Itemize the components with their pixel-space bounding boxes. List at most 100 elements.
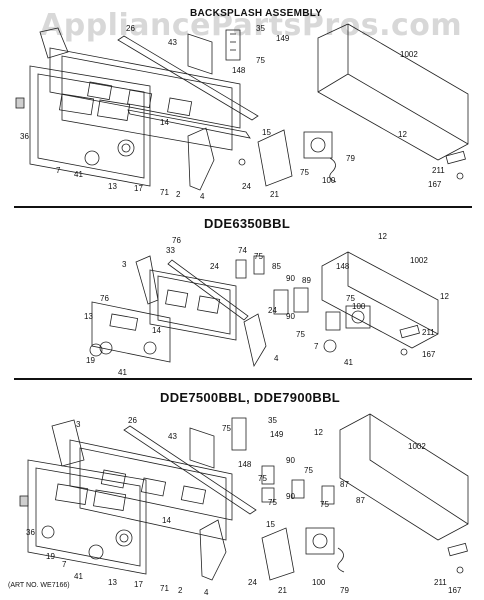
backsplash-frame-front: [61, 55, 233, 151]
section-divider: [14, 206, 472, 208]
part-callout: 12: [314, 428, 323, 437]
section-title-model-2: DDE7500BBL, DDE7900BBL: [160, 390, 340, 405]
circuit-board: [261, 527, 295, 581]
part-callout: 167: [422, 350, 436, 359]
switch: [235, 259, 247, 279]
part-callout: 14: [152, 326, 161, 335]
part-callout: 87: [356, 496, 365, 505]
window-cutout: [165, 289, 189, 308]
dial-inner: [119, 533, 129, 543]
part-callout: 1002: [408, 442, 426, 451]
relay: [325, 311, 341, 331]
part-callout: 79: [346, 154, 355, 163]
wire-harness: [337, 547, 345, 573]
section-title-model-1: DDE6350BBL: [204, 216, 291, 231]
part-callout: 4: [274, 354, 279, 363]
part-callout: 4: [204, 588, 209, 597]
part-callout: 71: [160, 584, 169, 593]
part-callout: 75: [300, 168, 309, 177]
part-callout: 1002: [410, 256, 428, 265]
part-callout: 41: [74, 572, 83, 581]
trim-strip-lower: [127, 109, 251, 139]
backsplash-frame: [69, 439, 233, 521]
part-callout: 75: [304, 466, 313, 475]
panel-frame-inner: [157, 275, 231, 335]
end-cap-right: [187, 127, 215, 191]
part-callout: 89: [302, 276, 311, 285]
knob: [323, 339, 337, 353]
part-callout: 12: [378, 232, 387, 241]
trim-strip: [123, 425, 257, 515]
part-callout: 21: [278, 586, 287, 595]
part-callout: 7: [62, 560, 67, 569]
control-panel-inner: [37, 73, 145, 179]
part-callout: 100: [322, 176, 336, 185]
part-callout: 7: [314, 342, 319, 351]
display-window: [97, 99, 131, 121]
part-callout: 33: [166, 246, 175, 255]
timer: [303, 131, 333, 159]
mount-bracket: [189, 427, 215, 469]
part-callout: 90: [286, 492, 295, 501]
part-callout: 85: [272, 262, 281, 271]
dial: [143, 341, 157, 355]
part-callout: 12: [398, 130, 407, 139]
part-callout: 74: [238, 246, 247, 255]
part-callout: 19: [46, 552, 55, 561]
knob: [41, 525, 55, 539]
switch: [321, 485, 335, 505]
part-callout: 15: [266, 520, 275, 529]
part-callout: 76: [172, 236, 181, 245]
part-callout: 90: [286, 312, 295, 321]
switch-block: [273, 289, 289, 315]
screw-167: [456, 172, 464, 180]
switch-block: [293, 287, 309, 313]
part-callout: 149: [270, 430, 284, 439]
part-callout: 100: [312, 578, 326, 587]
screw-167: [456, 566, 464, 574]
part-callout: 17: [134, 184, 143, 193]
end-cap-left: [51, 419, 85, 467]
timer: [305, 527, 335, 555]
part-callout: 13: [108, 578, 117, 587]
display-window: [93, 489, 127, 511]
section-divider: [14, 378, 472, 380]
part-callout: 3: [76, 420, 81, 429]
window-cutout: [140, 477, 167, 497]
panel-frame: [149, 269, 237, 341]
part-callout: 41: [74, 170, 83, 179]
part-callout: 167: [448, 586, 462, 595]
part-callout: 26: [128, 416, 137, 425]
control-panel: [91, 301, 171, 363]
switch: [261, 465, 275, 485]
end-cap-left: [135, 255, 159, 305]
knob: [89, 343, 103, 357]
bracket-211: [445, 150, 466, 165]
part-callout: 24: [242, 182, 251, 191]
part-callout: 36: [26, 528, 35, 537]
part-callout: 41: [118, 368, 127, 377]
mount-bracket: [187, 33, 213, 75]
section-title-backsplash: BACKSPLASH ASSEMBLY: [190, 8, 323, 19]
part-callout: 100: [352, 302, 366, 311]
end-cap-right: [243, 313, 267, 368]
part-callout: 90: [286, 274, 295, 283]
part-callout: 75: [256, 56, 265, 65]
part-callout: 35: [268, 416, 277, 425]
part-callout: 26: [126, 24, 135, 33]
part-callout: 75: [258, 474, 267, 483]
part-callout: 36: [20, 132, 29, 141]
part-callout: 167: [428, 180, 442, 189]
part-callout: 149: [276, 34, 290, 43]
part-callout: 75: [320, 500, 329, 509]
top-assembly: [15, 23, 469, 191]
window-cutout: [167, 97, 193, 117]
switch: [291, 479, 305, 499]
bracket-211: [447, 542, 468, 557]
part-callout: 13: [108, 182, 117, 191]
display-window: [55, 483, 89, 505]
part-callout: 90: [286, 456, 295, 465]
part-callout: 43: [168, 38, 177, 47]
window-cutout: [127, 89, 153, 109]
